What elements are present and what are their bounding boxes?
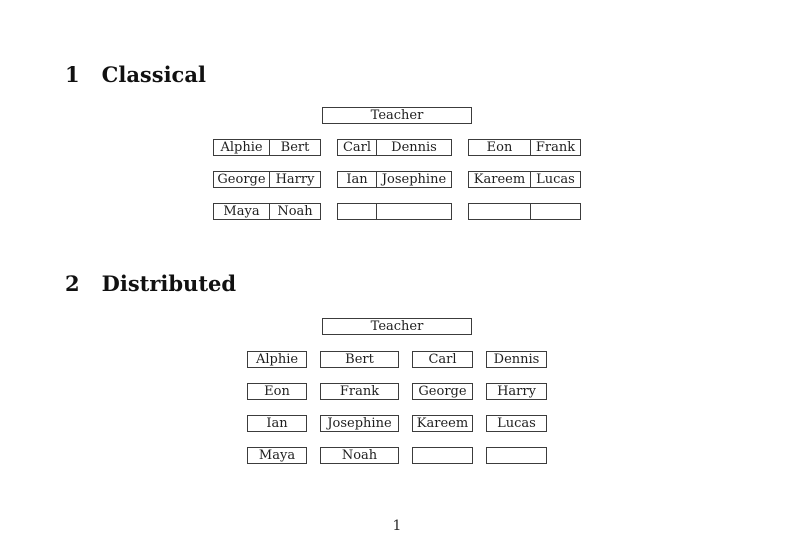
seat-cell-empty [530, 204, 580, 219]
desk: Kareem [412, 415, 473, 432]
desk [486, 447, 547, 464]
desk [412, 447, 473, 464]
desk [468, 203, 581, 220]
seat-cell: Josephine [376, 172, 451, 187]
desk: Ian [247, 415, 307, 432]
seat-cell: Bert [345, 352, 374, 367]
section-title: Distributed [101, 271, 237, 296]
desk: Eon Frank [468, 139, 581, 156]
seat-cell: Alphie [220, 140, 263, 155]
desk-row: George Harry Ian Josephine Kareem Lucas [0, 171, 794, 188]
desk: Josephine [320, 415, 399, 432]
section-heading-classical: 1 Classical [65, 62, 206, 87]
seat-cell: Noah [341, 448, 378, 463]
seat-cell: Bert [269, 140, 320, 155]
desk [337, 203, 452, 220]
desk: Alphie [247, 351, 307, 368]
desk: Eon [247, 383, 307, 400]
desk-row: Eon Frank George Harry [0, 383, 794, 400]
seat-cell: Alphie [255, 352, 299, 367]
desk: Maya Noah [213, 203, 321, 220]
seat-cell: Eon [486, 140, 513, 155]
seat-cell-empty [469, 204, 530, 219]
desk: Maya [247, 447, 307, 464]
section-number: 1 [65, 62, 80, 87]
desk: Harry [486, 383, 547, 400]
seat-cell: Lucas [497, 416, 536, 431]
seat-cell: Ian [346, 172, 368, 187]
desk: Kareem Lucas [468, 171, 581, 188]
seat-cell: Maya [223, 204, 260, 219]
page-number: 1 [392, 518, 402, 534]
seat-cell-empty [376, 204, 451, 219]
seat-cell-empty [338, 204, 376, 219]
seat-cell-empty [487, 448, 546, 463]
desk-row: Maya Noah [0, 203, 794, 220]
seat-cell: Lucas [530, 172, 580, 187]
desk: Frank [320, 383, 399, 400]
seat-cell: Frank [530, 140, 580, 155]
seat-cell: Josephine [327, 416, 392, 431]
desk: Ian Josephine [337, 171, 452, 188]
teacher-box: Teacher [322, 318, 472, 335]
seat-cell: Maya [258, 448, 296, 463]
desk-row: Alphie Bert Carl Dennis [0, 351, 794, 368]
desk-row: Maya Noah [0, 447, 794, 464]
seat-cell: Dennis [376, 140, 451, 155]
section-number: 2 [65, 271, 80, 296]
seat-cell: George [217, 172, 266, 187]
desk: George [412, 383, 473, 400]
seat-cell: Noah [269, 204, 320, 219]
desk: Alphie Bert [213, 139, 321, 156]
teacher-box: Teacher [322, 107, 472, 124]
seat-cell: George [418, 384, 467, 399]
seat-cell: Ian [266, 416, 288, 431]
desk: Noah [320, 447, 399, 464]
section-heading-distributed: 2 Distributed [65, 271, 237, 296]
seat-cell: Carl [342, 140, 372, 155]
seat-cell: Kareem [473, 172, 526, 187]
desk: Bert [320, 351, 399, 368]
seat-cell: Frank [339, 384, 380, 399]
desk: Carl Dennis [337, 139, 452, 156]
seat-cell: Harry [497, 384, 536, 399]
desk: Lucas [486, 415, 547, 432]
seat-cell: Harry [269, 172, 320, 187]
seat-cell: Carl [428, 352, 457, 367]
section-title: Classical [101, 62, 206, 87]
seat-cell: Kareem [416, 416, 469, 431]
seat-cell: Eon [264, 384, 290, 399]
desk: George Harry [213, 171, 321, 188]
desk: Carl [412, 351, 473, 368]
seat-cell: Dennis [493, 352, 540, 367]
seat-cell-empty [413, 448, 472, 463]
desk-row: Ian Josephine Kareem Lucas [0, 415, 794, 432]
desk-row: Alphie Bert Carl Dennis Eon Frank [0, 139, 794, 156]
desk: Dennis [486, 351, 547, 368]
